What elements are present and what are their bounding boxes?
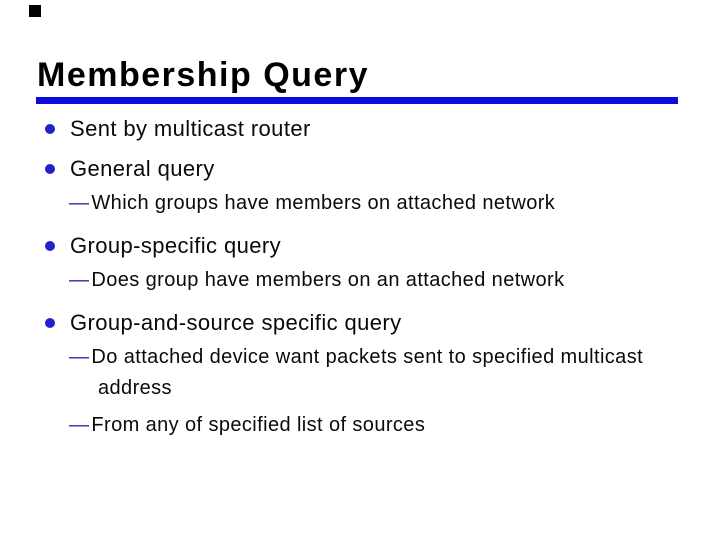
sub-bullet-item: —Do attached device want packets sent to… — [69, 342, 654, 404]
bullet-text: Sent by multicast router — [70, 116, 311, 141]
dash-prefix-icon: — — [69, 346, 90, 368]
sub-bullet-text: Which groups have members on attached ne… — [91, 192, 556, 214]
sub-bullet-text: Do attached device want packets sent to … — [91, 346, 644, 399]
slide-title: Membership Query — [37, 56, 369, 94]
bullet-item-1: Sent by multicast router — [36, 116, 686, 142]
sub-bullet-item: —Does group have members on an attached … — [69, 265, 654, 296]
sub-bullet-item: —From any of specified list of sources — [69, 410, 654, 441]
sub-bullet-item: —Which groups have members on attached n… — [69, 188, 654, 219]
sub-bullet-text: From any of specified list of sources — [91, 414, 426, 436]
title-underline-rule — [36, 97, 678, 104]
sub-bullet-text: Does group have members on an attached n… — [91, 269, 565, 291]
dash-prefix-icon: — — [69, 269, 90, 291]
dash-prefix-icon: — — [69, 192, 90, 214]
bullet-item-2: General query — [36, 156, 686, 182]
bullet-dot-icon — [45, 318, 55, 328]
slide-body: Sent by multicast router General query —… — [36, 106, 686, 441]
bullet-item-3: Group-specific query — [36, 233, 686, 259]
corner-mark — [29, 5, 41, 17]
bullet-text: General query — [70, 156, 215, 181]
bullet-dot-icon — [45, 241, 55, 251]
dash-prefix-icon: — — [69, 414, 90, 436]
bullet-dot-icon — [45, 124, 55, 134]
bullet-text: Group-and-source specific query — [70, 310, 402, 335]
bullet-item-4: Group-and-source specific query — [36, 310, 686, 336]
bullet-text: Group-specific query — [70, 233, 281, 258]
bullet-dot-icon — [45, 164, 55, 174]
